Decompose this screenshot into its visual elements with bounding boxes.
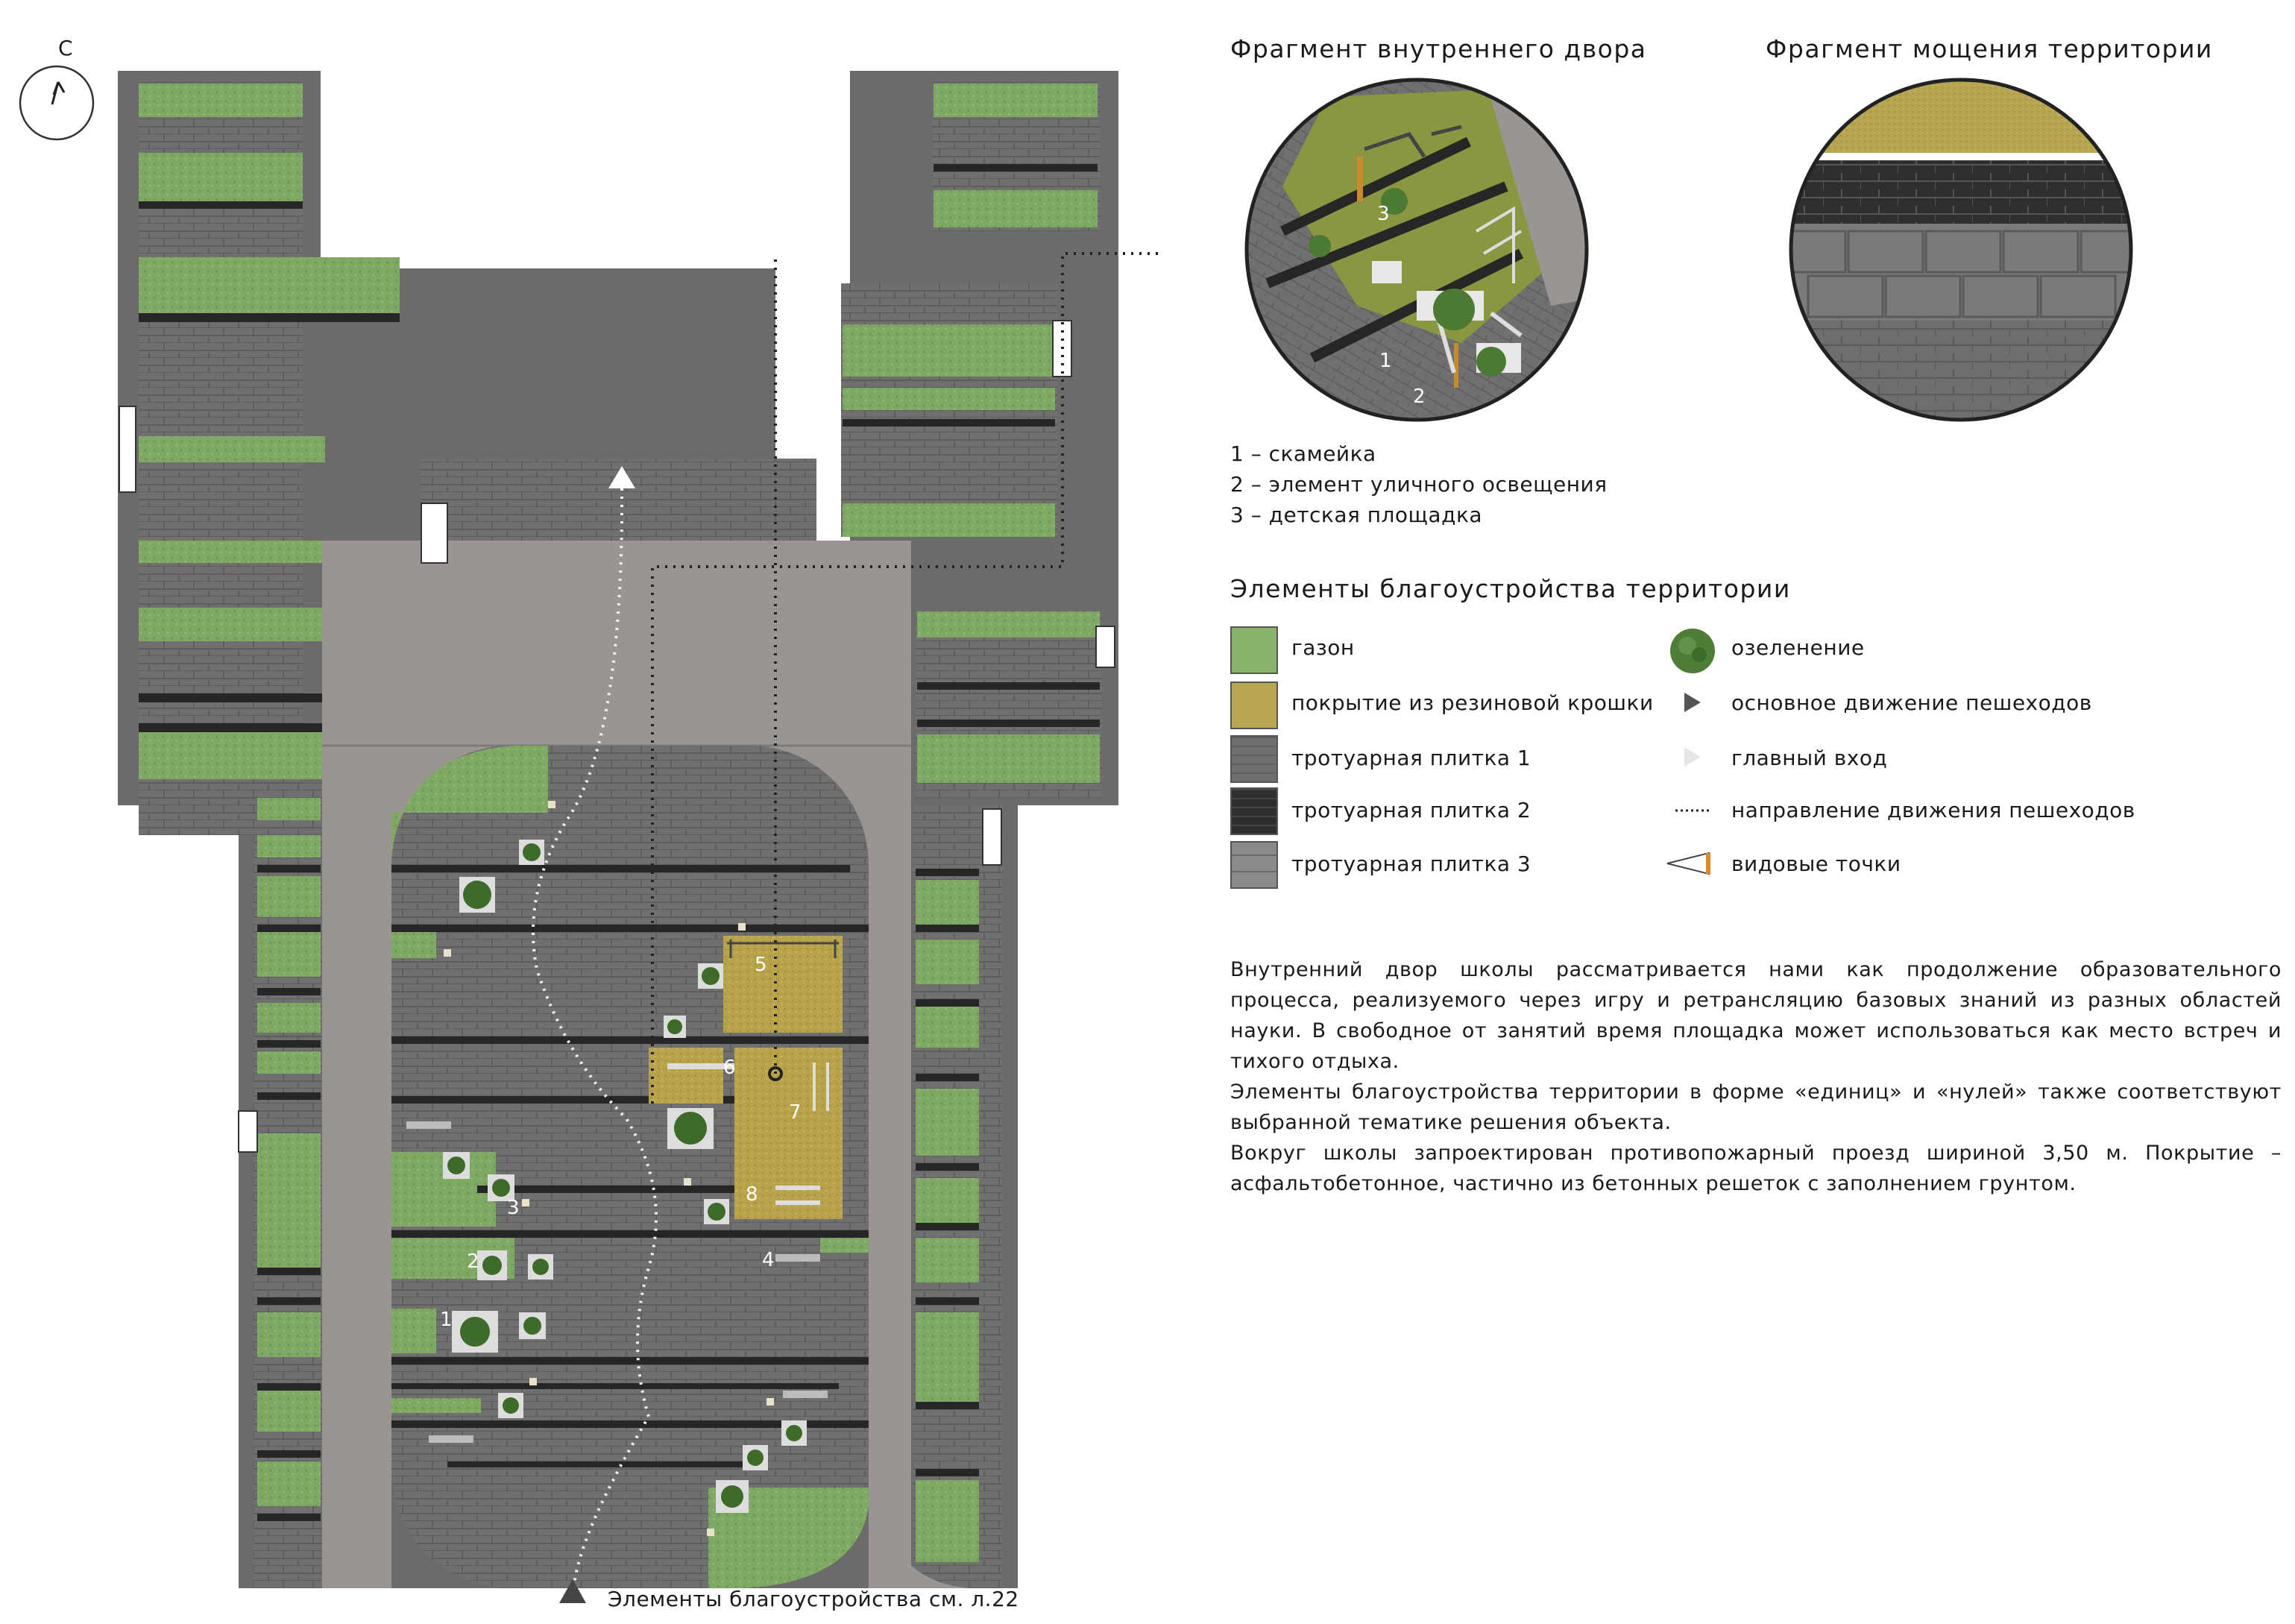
- legend-main-movement-label: основное движение пешеходов: [1731, 690, 2092, 715]
- pedestrian-route: [532, 488, 658, 1585]
- tile1-swatch: [1230, 735, 1278, 783]
- triangle-dark-icon: [1684, 693, 1701, 712]
- plan-number-8: 8: [746, 1183, 758, 1206]
- courtyard-fragment: 1 2 3: [1244, 78, 1589, 422]
- triangle-light-icon: [1684, 747, 1701, 767]
- entrances: [119, 320, 1115, 1153]
- description-paragraph-3: Вокруг школы запроектирован противопожар…: [1230, 1142, 2282, 1195]
- tile2-swatch: [1230, 787, 1278, 835]
- legend-title: Элементы благоустройства территории: [1230, 574, 1791, 603]
- description-paragraph-2: Элементы благоустройства территории в фо…: [1230, 1080, 2282, 1134]
- legend-greenery-label: озеленение: [1731, 635, 1865, 660]
- north-label: С: [58, 36, 73, 60]
- courtyard-item-3: 3 – детская площадка: [1230, 503, 1483, 527]
- view-point-icon: [1666, 852, 1710, 875]
- plan-number-6: 6: [723, 1057, 736, 1079]
- tree-icon: [1670, 629, 1715, 673]
- fragment-courtyard-title: Фрагмент внутреннего двора: [1230, 34, 1647, 63]
- fire-road: [322, 541, 911, 1588]
- fragment-paving-title: Фрагмент мощения территории: [1766, 34, 2213, 63]
- plan-number-7: 7: [789, 1101, 802, 1124]
- lawn-swatch: [1230, 626, 1278, 674]
- legend-main-entrance-label: главный вход: [1731, 746, 1888, 770]
- legend-direction-label: направление движения пешеходов: [1731, 798, 2135, 822]
- footer-note: Элементы благоустройства см. л.22: [608, 1587, 1019, 1611]
- fragment-number-3: 3: [1377, 203, 1390, 225]
- legend-tile2-label: тротуарная плитка 2: [1291, 798, 1531, 822]
- main-entrance-marker: [608, 466, 635, 488]
- north-arrow: [19, 65, 95, 141]
- courtyard-items-list: 1 – скамейка 2 – элемент уличного освеще…: [1230, 438, 1608, 530]
- legend-tile1-label: тротуарная плитка 1: [1291, 746, 1531, 770]
- courtyard-item-2: 2 – элемент уличного освещения: [1230, 472, 1608, 497]
- fragment-number-2: 2: [1413, 385, 1426, 408]
- plan-number-2: 2: [467, 1250, 479, 1273]
- plan-number-4: 4: [762, 1249, 775, 1271]
- courtyard-trees: [443, 840, 807, 1513]
- fragment-number-1: 1: [1379, 350, 1392, 372]
- dotted-line-icon: [1675, 809, 1710, 812]
- legend-tile3-label: тротуарная плитка 3: [1291, 852, 1531, 876]
- rubber-swatch: [1230, 682, 1278, 729]
- legend-lawn-label: газон: [1291, 635, 1355, 660]
- plan-number-5: 5: [755, 954, 767, 976]
- pedestrian-arrow-icon: [559, 1579, 586, 1603]
- description-text: Внутренний двор школы рассматривается на…: [1230, 954, 2282, 1199]
- paving-fragment: [1789, 78, 2133, 422]
- legend-viewpoints-label: видовые точки: [1731, 852, 1901, 876]
- plan-number-1: 1: [440, 1309, 453, 1331]
- courtyard-item-1: 1 – скамейка: [1230, 441, 1376, 466]
- legend-rubber-label: покрытие из резиновой крошки: [1291, 690, 1654, 715]
- description-paragraph-1: Внутренний двор школы рассматривается на…: [1230, 958, 2282, 1073]
- plan-number-3: 3: [507, 1197, 520, 1219]
- tile3-swatch: [1230, 841, 1278, 889]
- site-plan: 1 2 3 4 5 6 7 8: [19, 65, 1163, 1603]
